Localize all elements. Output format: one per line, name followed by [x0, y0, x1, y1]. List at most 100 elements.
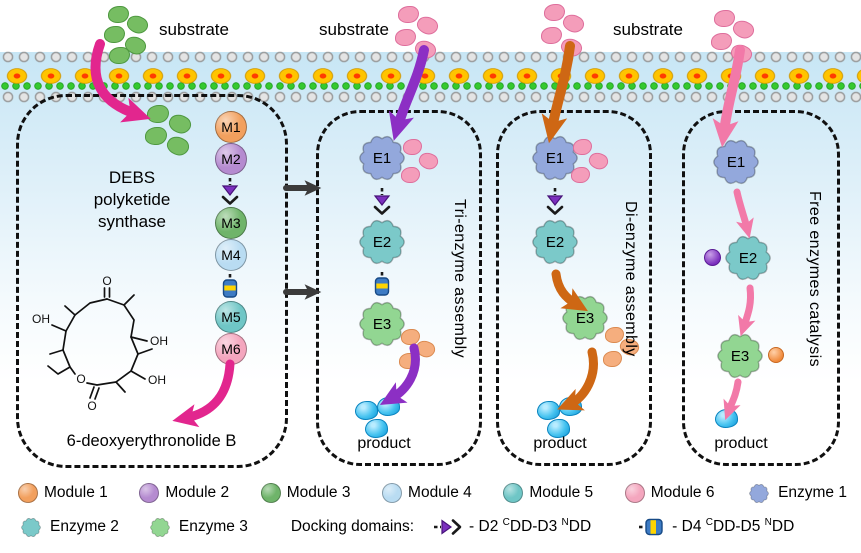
legend-module-2: Module 2	[139, 483, 229, 503]
substrate-blob	[401, 167, 420, 183]
atom-label: OH	[32, 312, 50, 326]
enzyme-e3: E3	[555, 291, 615, 345]
module-m6: M6	[215, 333, 247, 365]
substrate-blob	[544, 4, 565, 21]
enzyme-2-swatch	[21, 517, 41, 537]
legend-dd2: - D4 CDD-D5 NDD	[638, 517, 794, 537]
substrate-blob	[586, 149, 611, 173]
debs-title-line: polyketide	[93, 190, 171, 210]
legend-label: Module 6	[650, 484, 715, 501]
legend-module-4: Module 4	[382, 483, 472, 503]
docking-domain-sphere-orange	[768, 347, 784, 363]
substrate-blob	[395, 29, 416, 46]
module-3-swatch	[260, 483, 281, 503]
module-label: M6	[221, 341, 241, 357]
module-m4: M4	[215, 239, 247, 271]
panel-debs: M1 M2 M3 M4 M5 M6 DEBS polyketide syntha…	[16, 94, 288, 468]
methyl-bonds	[49, 294, 153, 393]
atom-label: OH	[150, 334, 168, 348]
product-drop	[377, 397, 400, 416]
legend-label: Module 4	[408, 484, 472, 501]
product-label: product	[357, 435, 411, 452]
docking-domain-d2d3-icon	[221, 178, 239, 205]
legend-label: Module 5	[529, 484, 594, 501]
docking-domain-d2d3-icon	[373, 188, 391, 215]
legend-module-5: Module 5	[503, 483, 593, 503]
legend-label: Enzyme 1	[778, 484, 847, 501]
docking-domain-d2d3-icon	[546, 188, 564, 215]
docking-domain-d4d5-icon	[222, 274, 238, 298]
substrate-blob	[571, 167, 590, 183]
docking-domain-d4d5-icon	[374, 272, 390, 296]
legend-row-2: Enzyme 2 Enzyme 3 Docking domains: - D2 …	[18, 512, 794, 542]
enzyme-e2: E2	[718, 231, 778, 285]
debs-title: DEBS polyketide synthase	[71, 167, 193, 233]
di-enzyme-side-label: Di-enzyme assembly	[622, 201, 639, 357]
ethyl-group	[47, 365, 71, 375]
product-drop	[365, 419, 388, 438]
panel-free-enzymes: E1 E2 E3 product Free enzymes catalysis	[682, 110, 840, 466]
substrate-blob	[398, 6, 419, 23]
module-label: M1	[221, 119, 241, 135]
module-6-swatch	[624, 483, 645, 503]
legend-dd1: - D2 CDD-D3 NDD	[433, 517, 591, 537]
debs-title-line: synthase	[97, 212, 167, 232]
enzyme-label: E1	[545, 149, 565, 167]
substrate-blob	[541, 27, 562, 44]
debs-title-line: DEBS	[108, 168, 156, 187]
panel-tri-enzyme: E1 E2 E3	[316, 110, 482, 466]
legend-enzyme-2: Enzyme 2	[18, 516, 119, 539]
module-label: M5	[221, 309, 241, 325]
product-drop	[355, 401, 378, 420]
substrate-blob	[573, 139, 592, 155]
substrate-blob	[104, 26, 125, 43]
product-drop	[559, 397, 582, 416]
dd1-label: - D2 CDD-D3 NDD	[469, 516, 592, 535]
legend-module-6: Module 6	[624, 483, 715, 503]
legend-row-1: Module 1 Module 2 Module 3 Module 4 Modu…	[18, 480, 847, 506]
6-deb-chemical-structure: O O O OH OH OH	[32, 274, 168, 413]
free-enzymes-side-label: Free enzymes catalysis	[806, 191, 823, 367]
substrate-blob	[403, 139, 422, 155]
enzyme-label: E3	[372, 315, 392, 333]
atom-label: OH	[148, 373, 166, 387]
macrolactone-ring	[86, 298, 139, 386]
docking-domain-d4d5-legend-icon	[639, 518, 663, 536]
ketone-bond	[103, 287, 111, 298]
substrate-blob	[147, 105, 169, 123]
enzyme-label: E2	[372, 233, 392, 251]
substrate-label-3: substrate	[613, 20, 683, 39]
enzyme-e3: E3	[352, 297, 412, 351]
product-drop	[715, 409, 738, 428]
legend-enzyme-3: Enzyme 3	[147, 516, 248, 539]
enzyme-label: E2	[738, 249, 758, 267]
product-label: product	[714, 435, 768, 452]
enzyme-e1: E1	[706, 135, 766, 189]
legend-label: Module 2	[165, 484, 230, 501]
product-label: product	[533, 435, 587, 452]
substrate-blob	[416, 149, 441, 173]
atom-label: O	[102, 274, 111, 288]
module-label: M2	[221, 151, 241, 167]
atom-label: O	[87, 399, 96, 413]
substrate-label-1: substrate	[159, 20, 229, 39]
docking-domain-d2d3-legend-icon	[434, 519, 462, 535]
legend-docking-domains-label: Docking domains:	[291, 518, 414, 536]
enzyme-label: E2	[545, 233, 565, 251]
enzyme-e3: E3	[710, 329, 770, 383]
legend-enzyme-1: Enzyme 1	[746, 482, 847, 505]
intermediate-blob	[605, 327, 624, 343]
enzyme-label: E3	[730, 347, 750, 365]
enzyme-1-swatch	[749, 483, 769, 503]
substrate-blob	[714, 10, 735, 27]
product-drop	[547, 419, 570, 438]
legend-module-3: Module 3	[260, 483, 350, 503]
docking-domains-text: Docking domains:	[290, 518, 415, 535]
module-m2: M2	[215, 143, 247, 175]
enzyme-e2: E2	[525, 215, 585, 269]
enzyme-label: E1	[726, 153, 746, 171]
docking-domain-sphere-purple	[704, 249, 721, 266]
module-m1: M1	[215, 111, 247, 143]
module-5-swatch	[503, 483, 524, 503]
